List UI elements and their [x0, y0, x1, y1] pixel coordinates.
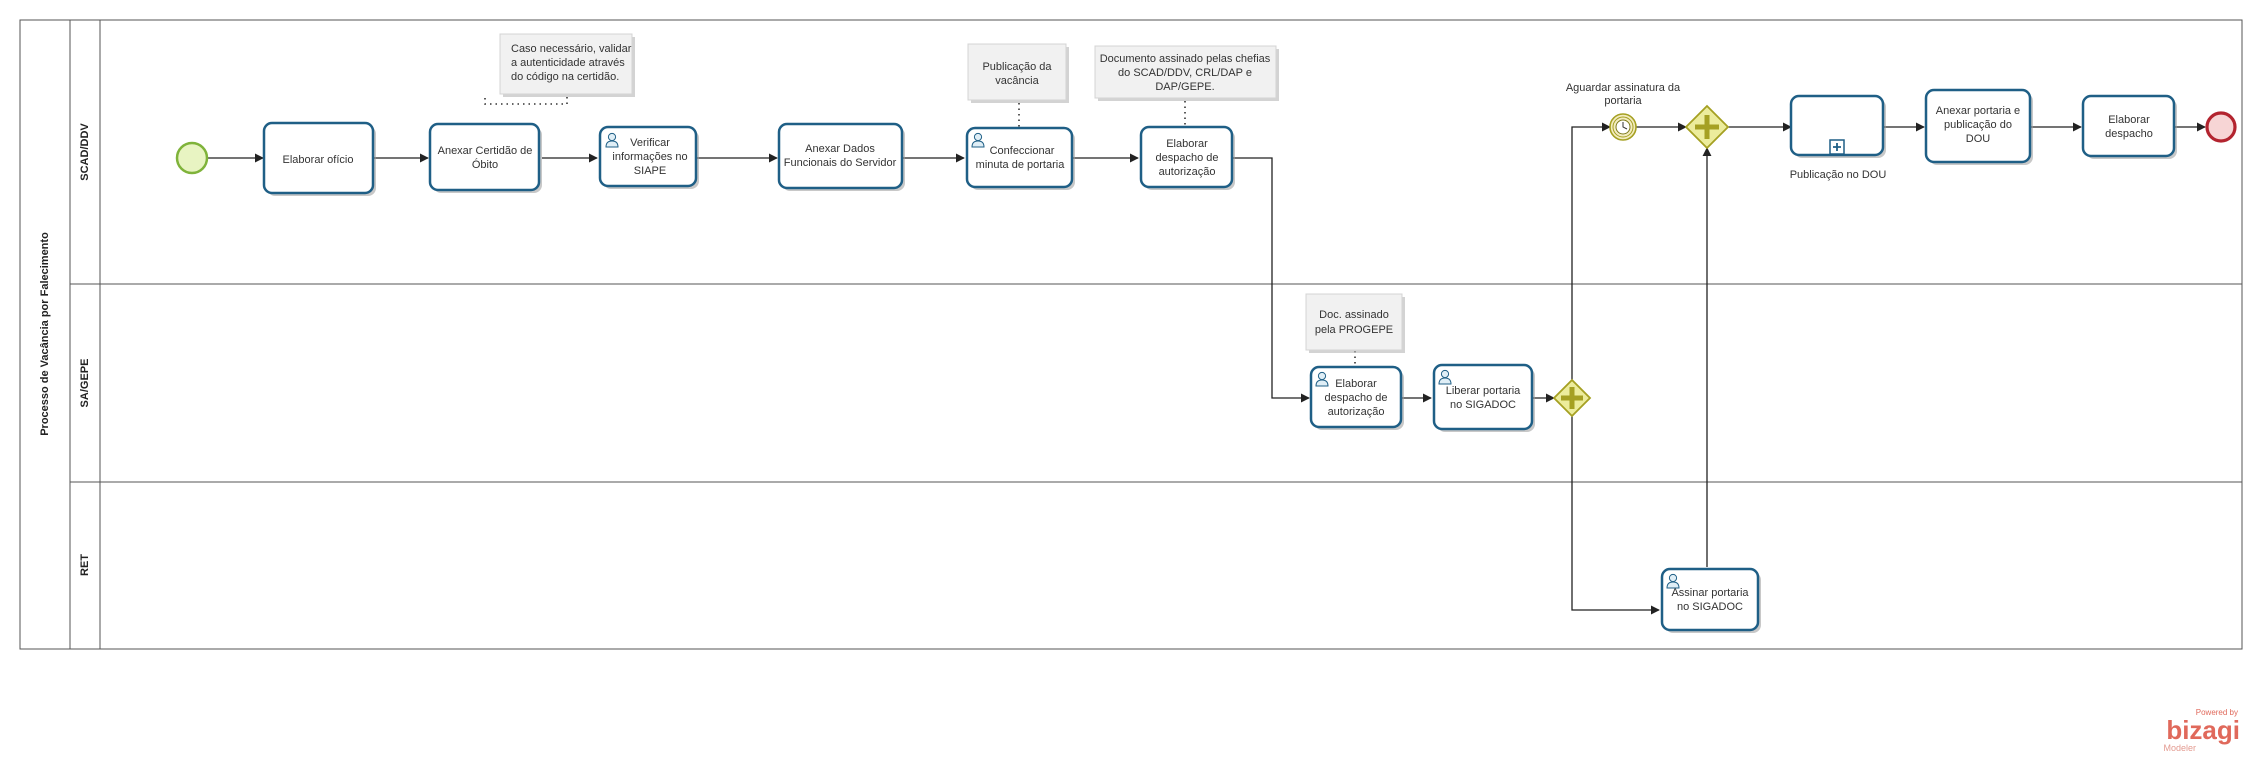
- lane-label-ret: RET: [79, 554, 91, 576]
- subprocess-label: Publicação no DOU: [1790, 169, 1887, 181]
- associations: [484, 96, 1356, 366]
- user-task-icon: [1666, 573, 1680, 589]
- user-task-icon: [605, 132, 619, 148]
- pool-title: Processo de Vacância por Falecimento: [39, 232, 51, 436]
- lane-label-sagepe: SA/GEPE: [79, 359, 91, 408]
- task-label: Elaborar ofício: [283, 154, 354, 166]
- sequence-flows: [207, 122, 2206, 615]
- start-event[interactable]: [175, 141, 209, 175]
- user-task-icon: [1438, 369, 1452, 385]
- parallel-gateway-split[interactable]: [1552, 378, 1592, 418]
- task-elaborar-oficio[interactable]: Elaborar ofício: [262, 121, 376, 196]
- flow: [1571, 122, 1611, 380]
- user-task-icon: [1315, 371, 1329, 387]
- lane-label-scad: SCAD/DDV: [79, 123, 91, 181]
- watermark-product: Modeler: [2163, 743, 2196, 753]
- flow: [1232, 157, 1310, 403]
- subprocess-publicacao-dou[interactable]: Publicação no DOU: [1790, 94, 1887, 181]
- watermark-brand: bizagi: [2166, 715, 2240, 745]
- user-task-icon: [971, 132, 985, 148]
- timer-event[interactable]: [1609, 113, 1637, 141]
- bizagi-logo: Powered by bizagi Modeler: [2163, 708, 2240, 753]
- pool: Processo de Vacância por Falecimento: [19, 19, 2243, 650]
- end-event[interactable]: [2205, 111, 2237, 143]
- watermark-powered: Powered by: [2196, 708, 2238, 717]
- parallel-gateway-join[interactable]: [1684, 104, 1730, 150]
- flow: [1571, 416, 1660, 615]
